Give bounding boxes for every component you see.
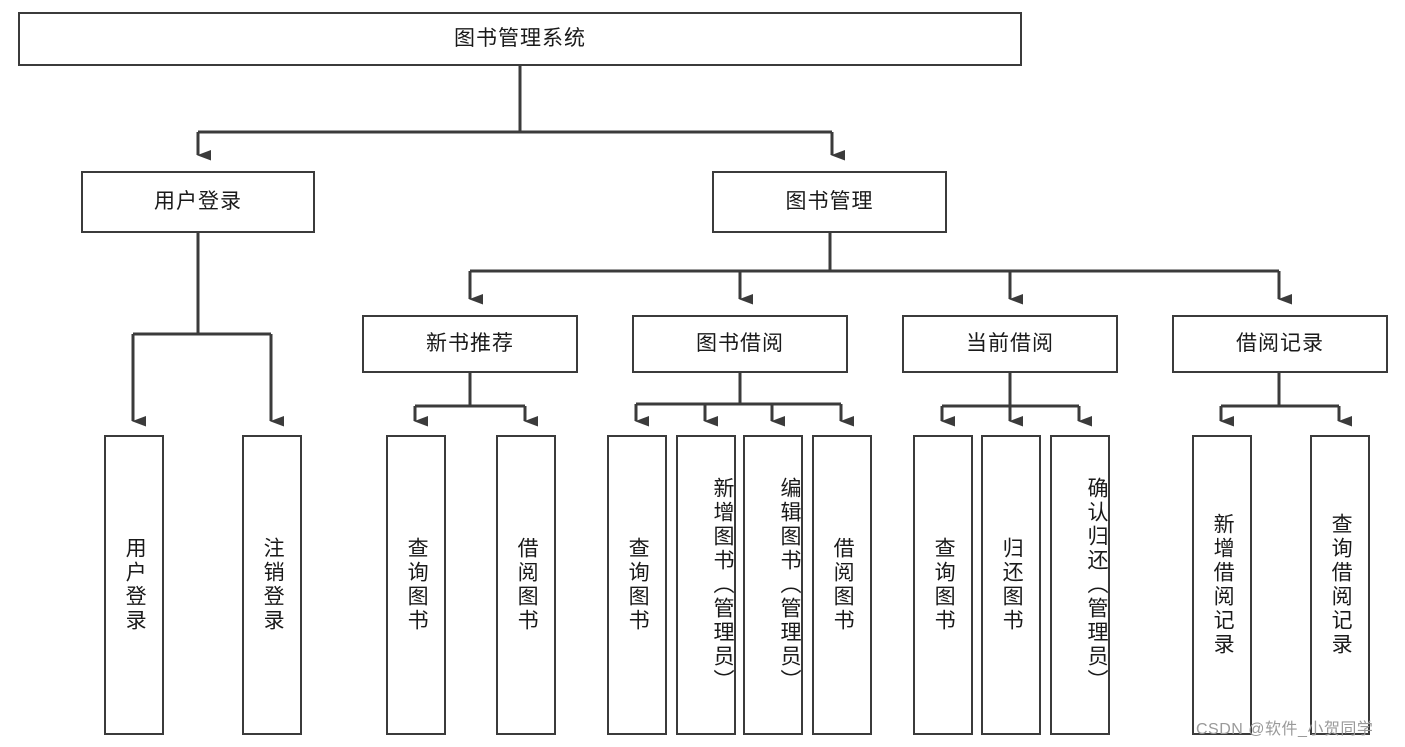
node-book-borrow[interactable]: 图书借阅	[632, 315, 848, 373]
node-leaf-confirm-return[interactable]: 确认归还（管理员）	[1050, 435, 1110, 735]
csdn-watermark: CSDN @软件_小贺同学	[1196, 721, 1374, 738]
node-book-management-label: 图书管理	[785, 190, 874, 214]
node-current-borrow-label: 当前借阅	[966, 332, 1054, 356]
node-leaf-logout-login-label: 注销登录	[261, 537, 285, 633]
node-leaf-user-login[interactable]: 用户登录	[104, 435, 164, 735]
node-leaf-query-record[interactable]: 查询借阅记录	[1310, 435, 1370, 735]
node-new-book-recommend[interactable]: 新书推荐	[362, 315, 578, 373]
node-user-login-label: 用户登录	[154, 190, 242, 214]
node-leaf-user-login-label: 用户登录	[123, 537, 147, 633]
node-leaf-query-book-2[interactable]: 查询图书	[607, 435, 667, 735]
node-leaf-query-book-2-label: 查询图书	[626, 537, 650, 633]
node-user-login[interactable]: 用户登录	[81, 171, 315, 233]
node-leaf-borrow-book-2[interactable]: 借阅图书	[812, 435, 872, 735]
node-leaf-return-book[interactable]: 归还图书	[981, 435, 1041, 735]
node-leaf-query-book-3[interactable]: 查询图书	[913, 435, 973, 735]
node-leaf-return-book-label: 归还图书	[1000, 537, 1024, 633]
node-leaf-borrow-book-1[interactable]: 借阅图书	[496, 435, 556, 735]
node-leaf-query-book-1[interactable]: 查询图书	[386, 435, 446, 735]
node-book-management[interactable]: 图书管理	[712, 171, 947, 233]
node-leaf-add-book-label: 新增图书（管理员）	[711, 477, 734, 693]
node-borrow-record[interactable]: 借阅记录	[1172, 315, 1388, 373]
node-current-borrow[interactable]: 当前借阅	[902, 315, 1118, 373]
node-leaf-edit-book-label: 编辑图书（管理员）	[778, 477, 801, 693]
node-leaf-borrow-book-2-label: 借阅图书	[831, 537, 855, 633]
node-leaf-logout-login[interactable]: 注销登录	[242, 435, 302, 735]
node-leaf-add-record[interactable]: 新增借阅记录	[1192, 435, 1252, 735]
node-leaf-query-book-1-label: 查询图书	[405, 537, 429, 633]
node-leaf-add-book[interactable]: 新增图书（管理员）	[676, 435, 736, 735]
node-root-label: 图书管理系统	[454, 27, 586, 51]
node-leaf-confirm-return-label: 确认归还（管理员）	[1085, 477, 1108, 693]
node-root[interactable]: 图书管理系统	[18, 12, 1022, 66]
node-book-borrow-label: 图书借阅	[696, 332, 784, 356]
node-leaf-edit-book[interactable]: 编辑图书（管理员）	[743, 435, 803, 735]
node-leaf-query-record-label: 查询借阅记录	[1329, 513, 1353, 657]
node-borrow-record-label: 借阅记录	[1236, 332, 1324, 356]
node-leaf-add-record-label: 新增借阅记录	[1211, 513, 1235, 657]
node-leaf-borrow-book-1-label: 借阅图书	[515, 537, 539, 633]
node-leaf-query-book-3-label: 查询图书	[932, 537, 956, 633]
node-new-book-recommend-label: 新书推荐	[426, 332, 514, 356]
